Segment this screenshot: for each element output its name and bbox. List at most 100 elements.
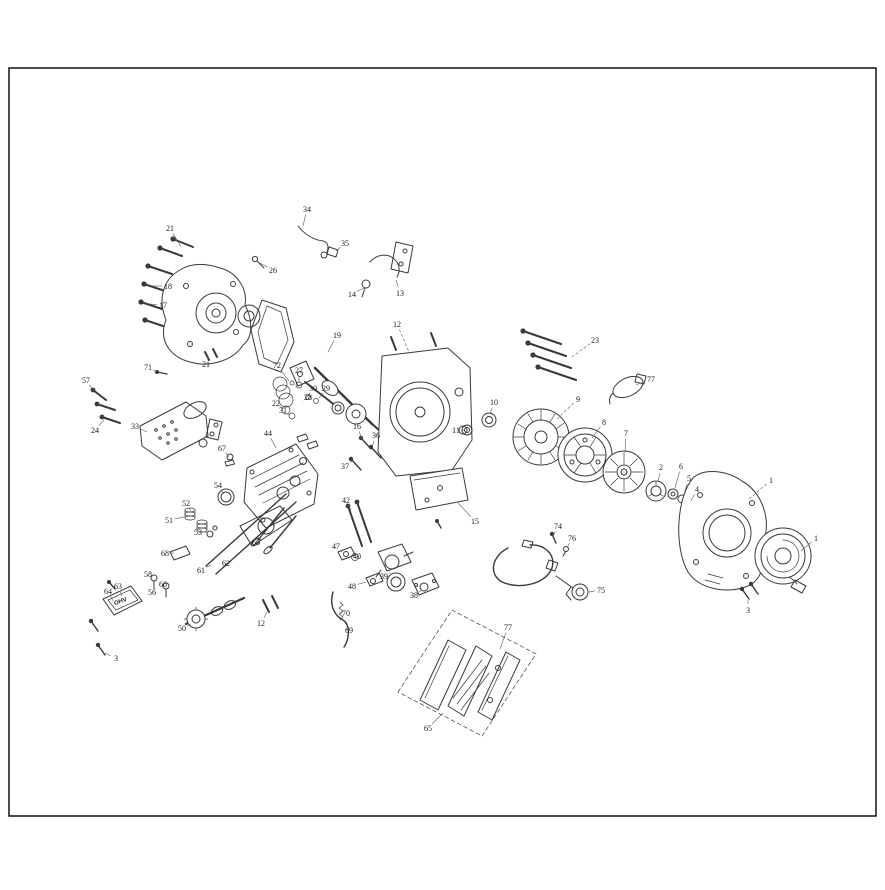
part-number-label: 54 (214, 481, 222, 490)
part-number-label: 70 (342, 609, 350, 618)
part-number-label: 36 (372, 431, 380, 440)
part-number-label: 38 (410, 591, 418, 600)
part-number-label: 10 (490, 398, 498, 407)
leader-line (396, 280, 398, 287)
part-number-label: 51 (165, 516, 173, 525)
cylinder-head-group (244, 434, 318, 528)
leader-line (350, 461, 352, 463)
part-number-label: 76 (568, 534, 576, 543)
leader-line (99, 420, 104, 426)
part-number-label: 62 (222, 559, 230, 568)
part-number-label: 57 (82, 376, 90, 385)
crank-piston-group (273, 361, 380, 431)
part-number-label: 48 (348, 582, 356, 591)
part-number-label: 30 (309, 384, 317, 393)
part-number-label: 35 (341, 239, 349, 248)
leader-line (105, 653, 111, 656)
leader-line (432, 713, 443, 724)
part-number-label: 21 (166, 224, 174, 233)
leader-line (303, 215, 306, 226)
part-number-label: 77 (647, 375, 655, 384)
part-number-label: 65 (424, 724, 432, 733)
leader-line (288, 414, 289, 415)
leader-line (357, 288, 364, 291)
part-number-label: 13 (396, 289, 404, 298)
part-number-label: 28 (304, 393, 312, 402)
part-number-label: 42 (342, 496, 350, 505)
part-number-label: 12 (393, 320, 401, 329)
leader-line (175, 517, 184, 519)
leader-line (328, 340, 334, 352)
part-number-label: 40 (353, 552, 361, 561)
part-number-label: 8 (602, 418, 606, 427)
part-number-label: 77 (504, 623, 512, 632)
part-number-label: 1 (769, 476, 773, 485)
misc-left-bolts-group (91, 370, 167, 400)
leader-line (372, 441, 374, 447)
part-number-label: 68 (161, 549, 169, 558)
part-number-label: 1 (814, 534, 818, 543)
part-number-label: 60 (159, 580, 167, 589)
part-number-label: 39 (380, 572, 388, 581)
part-number-label: 3 (746, 606, 750, 615)
part-number-label: 74 (554, 522, 562, 531)
breather-parts-group (252, 226, 338, 268)
part-number-label: 67 (218, 444, 226, 453)
part-number-label: 58 (144, 570, 152, 579)
leader-line (458, 503, 471, 517)
part-number-label: 9 (576, 395, 580, 404)
crankcase-cover-group (162, 264, 260, 364)
part-number-label: 19 (333, 331, 341, 340)
part-number-label: 61 (197, 566, 205, 575)
part-number-label: 7 (624, 429, 628, 438)
part-number-label: 33 (131, 422, 139, 431)
breather-pipe-group (362, 242, 413, 297)
part-number-label: 29 (322, 384, 330, 393)
part-number-label: 16 (353, 422, 361, 431)
part-number-label: 71 (144, 363, 152, 372)
part-number-label: 63 (114, 582, 122, 591)
part-number-label: 37 (341, 462, 349, 471)
part-number-label: 11 (452, 426, 460, 435)
leader-line (271, 438, 276, 448)
part-number-label: 50 (178, 624, 186, 633)
part-number-label: 56 (148, 588, 156, 597)
carburetor-group (338, 500, 439, 595)
part-number-label: 44 (264, 429, 272, 438)
fan-group (603, 451, 645, 493)
leader-line (390, 573, 391, 574)
blower-housing-group (679, 472, 767, 590)
camshaft-group (184, 598, 244, 631)
part-number-label: 24 (91, 426, 99, 435)
leader-line (589, 591, 595, 592)
leader-line (264, 612, 267, 618)
leader-line (675, 472, 679, 488)
air-cleaner-group (398, 610, 536, 736)
part-number-label: 2 (659, 463, 663, 472)
leader-line (658, 473, 660, 482)
part-number-label: 6 (679, 462, 683, 471)
leader-line (399, 330, 409, 352)
valve-cover-group: OHV (89, 580, 142, 655)
part-number-label: 14 (348, 290, 356, 299)
part-number-label: 72 (273, 361, 281, 370)
part-number-label: 53 (194, 528, 202, 537)
part-number-label: 12 (257, 619, 265, 628)
leader-line (358, 582, 366, 584)
part-number-label: 21 (202, 360, 210, 369)
leader-line (231, 556, 237, 560)
part-number-label: 5 (687, 474, 691, 483)
part-number-label: 18 (164, 282, 172, 291)
leader-line (189, 508, 191, 511)
muffler-group (95, 398, 222, 460)
head-bolts-group (520, 328, 576, 380)
part-number-label: 17 (159, 301, 167, 310)
part-number-label: 3 (114, 654, 118, 663)
part-number-label: 75 (597, 586, 605, 595)
leader-line (572, 344, 590, 357)
ignition-coil-wire-group (609, 372, 646, 404)
part-number-label: 26 (269, 266, 277, 275)
leader-line (500, 633, 506, 649)
